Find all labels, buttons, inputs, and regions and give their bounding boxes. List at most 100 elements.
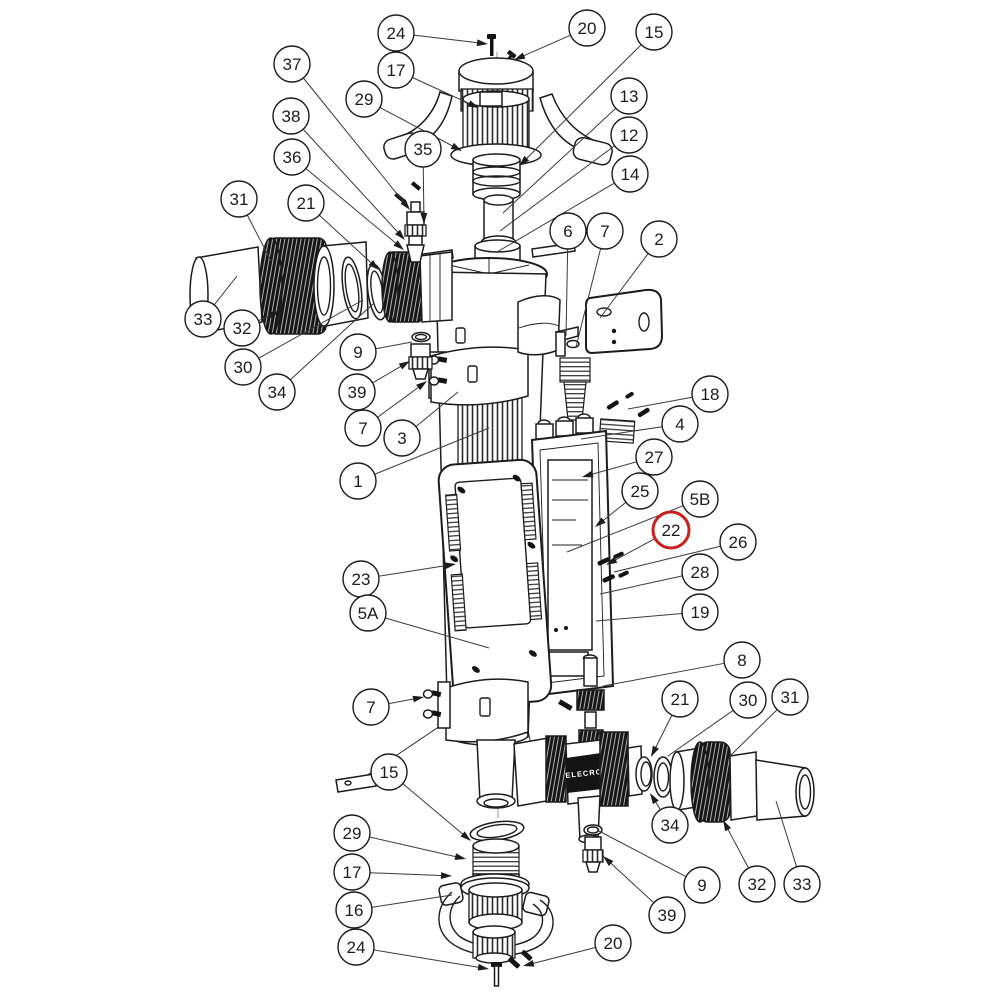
- balloon-34: 34: [258, 302, 375, 411]
- balloon-15: 15: [519, 13, 673, 166]
- balloon-circle: [370, 753, 408, 791]
- leader-line: [530, 946, 596, 965]
- balloon-circle: [184, 300, 222, 338]
- balloon-label: 30: [739, 691, 758, 710]
- brand-label: ELECRO: [565, 767, 603, 780]
- part-electronics-frame: [530, 429, 615, 697]
- balloon-label: 1: [353, 472, 362, 491]
- balloon-circle: [258, 373, 296, 411]
- leader-arrowhead: [650, 793, 659, 805]
- balloon-9: 9: [596, 829, 721, 904]
- leader-arrowhead: [514, 52, 526, 60]
- balloon-circle: [377, 51, 415, 89]
- balloon-label: 24: [387, 24, 406, 43]
- leader-line: [502, 107, 617, 214]
- balloon-label: 8: [737, 651, 746, 670]
- leader-arrowhead: [519, 155, 530, 166]
- part-finned-holder: [450, 90, 542, 201]
- balloon-circle: [586, 212, 624, 250]
- leader-arrowhead: [606, 556, 618, 565]
- leader-line: [422, 166, 425, 217]
- part-clamp-screws-7-lower: [422, 681, 451, 729]
- balloon-circle: [220, 180, 258, 218]
- balloon-4: 4: [580, 405, 699, 443]
- balloon-label: 32: [233, 319, 252, 338]
- balloon-32: 32: [723, 820, 776, 903]
- leader-line: [246, 214, 272, 262]
- brand-band: [566, 753, 602, 793]
- balloon-circle: [729, 681, 767, 719]
- balloon-circle: [681, 480, 719, 518]
- balloon-37: 37: [273, 45, 410, 210]
- balloon-circle: [635, 438, 673, 476]
- balloon-circle: [272, 97, 310, 135]
- balloon-circle: [352, 688, 390, 726]
- leader-arrowhead: [467, 100, 479, 108]
- balloon-20: 20: [514, 9, 606, 60]
- balloon-label: 33: [793, 875, 812, 894]
- balloon-label: 12: [620, 126, 639, 145]
- balloon-circle: [344, 409, 382, 447]
- balloon-label: 7: [366, 698, 375, 717]
- balloon-circle: [635, 13, 673, 51]
- leader-line: [413, 34, 481, 44]
- leader-line: [289, 302, 375, 381]
- balloon-circle: [681, 593, 719, 631]
- leader-line: [375, 341, 413, 350]
- leader-line: [565, 248, 569, 337]
- balloon-circle: [273, 138, 311, 176]
- balloon-39: 39: [338, 361, 410, 411]
- balloon-circle: [611, 155, 649, 193]
- leader-line: [388, 697, 417, 705]
- leader-line: [385, 617, 490, 649]
- balloon-33: 33: [775, 800, 821, 903]
- balloon-label: 18: [701, 385, 720, 404]
- balloon-circle: [377, 14, 415, 52]
- balloon-label: 31: [781, 688, 800, 707]
- balloon-circle: [771, 678, 809, 716]
- balloon-label: 9: [697, 876, 706, 895]
- part-screws-18: [606, 391, 650, 418]
- leader-arrowhead: [400, 199, 410, 210]
- balloon-label: 5B: [690, 490, 711, 509]
- balloon-16: 16: [335, 891, 453, 929]
- balloon-label: 33: [194, 310, 213, 329]
- leader-line: [599, 575, 683, 595]
- leader-line: [378, 564, 449, 577]
- balloon-31: 31: [220, 180, 272, 262]
- balloon-33: 33: [184, 275, 238, 338]
- balloon-label: 36: [283, 148, 302, 167]
- balloon-label: 22: [662, 521, 681, 540]
- balloon-label: 25: [631, 482, 650, 501]
- balloon-label: 34: [661, 816, 680, 835]
- balloon-24: 24: [337, 928, 489, 971]
- balloon-label: 17: [343, 863, 362, 882]
- part-bottom-lamp-assembly: [438, 820, 554, 987]
- balloon-label: 35: [414, 140, 433, 159]
- leader-line: [415, 391, 459, 427]
- balloon-circle: [287, 184, 325, 222]
- leader-arrowhead: [460, 831, 471, 841]
- balloon-circle: [549, 212, 587, 250]
- balloon-label: 30: [234, 358, 253, 377]
- part-screws-22-26: [597, 551, 629, 583]
- balloon-30: 30: [224, 299, 364, 386]
- leader-line: [521, 34, 571, 58]
- leader-arrowhead: [523, 959, 535, 967]
- leader-line: [575, 248, 602, 348]
- balloon-label: 37: [283, 55, 302, 74]
- balloon-circle: [610, 116, 648, 154]
- balloon-circle: [339, 462, 377, 500]
- balloon-label: 39: [658, 906, 677, 925]
- leader-line: [728, 709, 778, 758]
- balloon-circle: [683, 866, 721, 904]
- leader-line: [412, 77, 472, 106]
- leader-arrowhead: [393, 240, 404, 250]
- balloon-circle: [723, 641, 761, 679]
- balloon-6: 6: [549, 212, 587, 337]
- balloon-circle: [648, 896, 686, 934]
- leader-line: [613, 545, 721, 573]
- balloon-17: 17: [377, 51, 479, 108]
- leader-line: [372, 364, 404, 384]
